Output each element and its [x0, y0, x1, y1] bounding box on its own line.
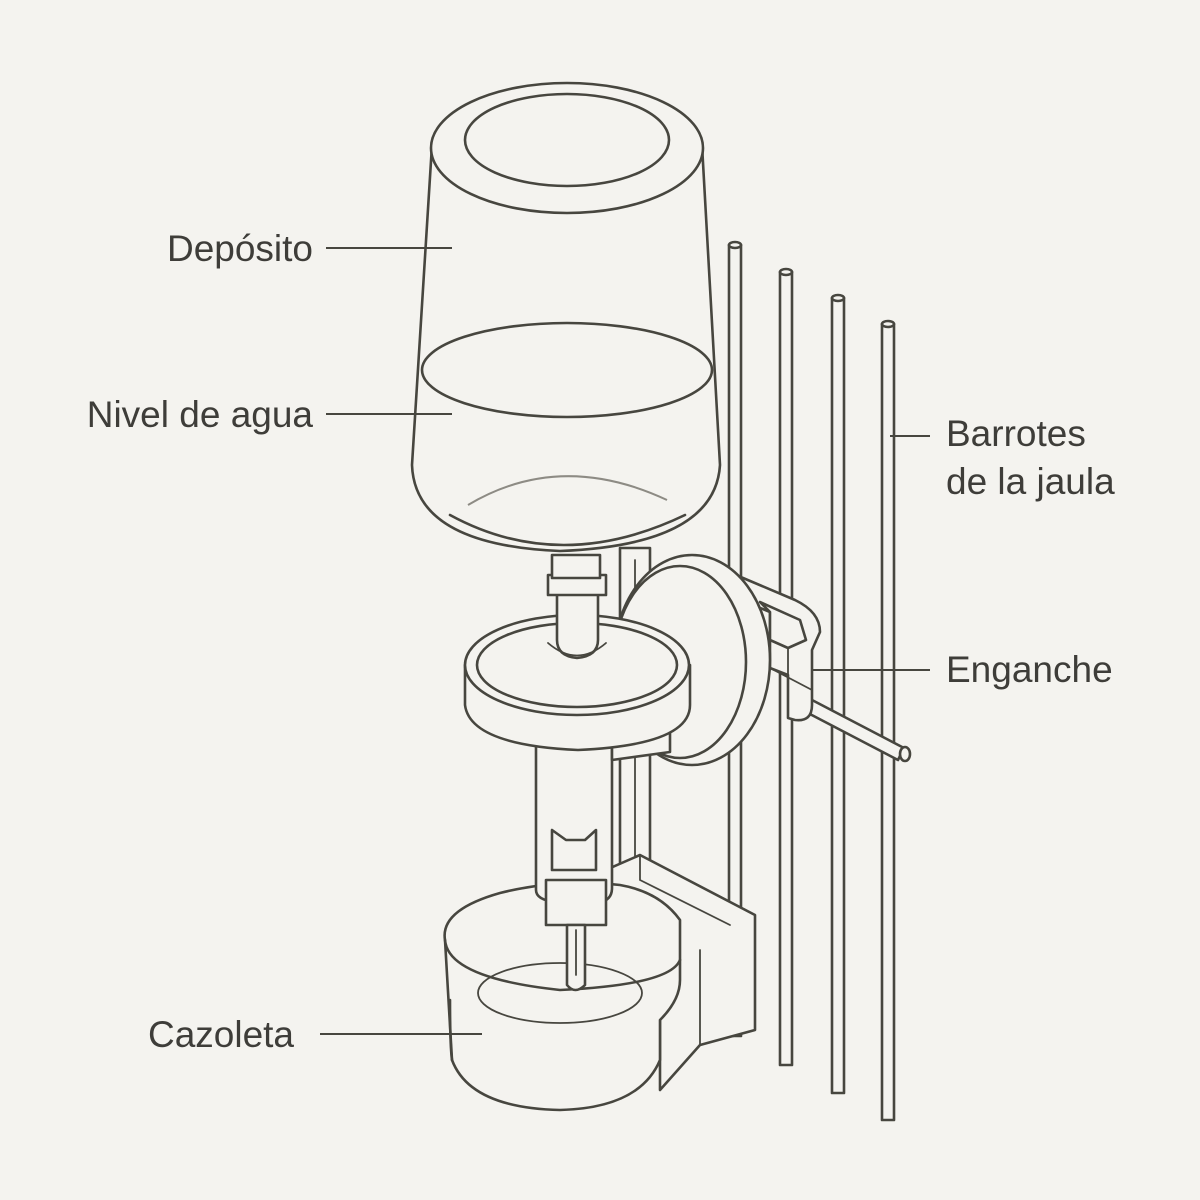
label-nivel-de-agua: Nivel de agua [86, 394, 313, 435]
leader-lines [320, 247, 930, 1035]
water-surface [420, 321, 714, 419]
hook [734, 573, 822, 722]
cage-bar-3 [830, 296, 846, 1095]
label-cazoleta: Cazoleta [147, 1014, 294, 1055]
label-enganche: Enganche [946, 649, 1113, 690]
bottle-neck [546, 553, 608, 660]
cage-bars [727, 240, 912, 1122]
bowl [443, 853, 757, 1112]
cage-bar-4 [880, 322, 896, 1122]
label-barrotes-line2: de la jaula [946, 461, 1115, 502]
label-deposito: Depósito [166, 228, 313, 269]
reservoir-bottle [410, 81, 722, 553]
tube-assembly [534, 728, 672, 992]
label-barrotes-line1: Barrotes [946, 413, 1086, 454]
